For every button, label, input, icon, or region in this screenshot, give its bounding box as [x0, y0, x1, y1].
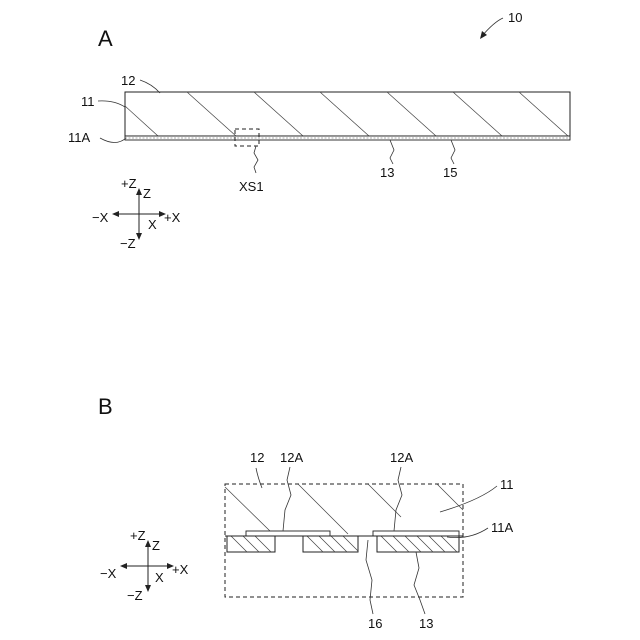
- label-13-a: 13: [380, 165, 394, 180]
- leader-12-a: [140, 80, 160, 93]
- layer-12a-right: [373, 531, 459, 536]
- axis-a-plus-x: +X: [164, 210, 181, 225]
- axis-a-minus-x: −X: [92, 210, 109, 225]
- ref-10-label: 10: [508, 10, 522, 25]
- axis-indicator-b: +Z Z −X X +X −Z: [100, 528, 189, 603]
- label-12a-left-b: 12A: [280, 450, 303, 465]
- label-12-b: 12: [250, 450, 264, 465]
- substrate-12: [125, 92, 570, 136]
- label-11-a: 11: [81, 94, 95, 109]
- leader-11a-a: [100, 138, 126, 143]
- leader-13-b: [414, 552, 425, 614]
- label-12-a: 12: [121, 73, 135, 88]
- label-11-b: 11: [500, 477, 514, 492]
- axis-b-x: X: [155, 570, 164, 585]
- ref-10-leader: [482, 18, 503, 36]
- label-11a-a: 11A: [68, 130, 90, 145]
- figure-a: A 10 XS1 12 11 11A 13: [68, 10, 570, 251]
- layer-12a-left: [246, 531, 330, 536]
- axis-b-plus-z: +Z: [130, 528, 146, 543]
- leader-16-b: [366, 540, 373, 614]
- label-15-a: 15: [443, 165, 457, 180]
- xs1-leader: [254, 146, 258, 173]
- substrate-12-hatch-b: [225, 484, 463, 534]
- ref-10-arrowhead: [480, 31, 487, 39]
- xs1-label: XS1: [239, 179, 264, 194]
- panel-label-a: A: [98, 26, 113, 51]
- label-11a-b: 11A: [491, 520, 513, 535]
- leader-12a-left: [283, 467, 291, 531]
- axis-b-minus-z: −Z: [127, 588, 143, 603]
- axis-a-x: X: [148, 217, 157, 232]
- figure-b: B: [98, 394, 514, 631]
- label-13-b: 13: [419, 616, 433, 631]
- axis-b-z: Z: [152, 538, 160, 553]
- axis-b-plus-x: +X: [172, 562, 189, 577]
- leader-11-a: [98, 101, 125, 107]
- leader-15-a: [451, 140, 455, 164]
- axis-a-plus-z: +Z: [121, 176, 137, 191]
- axis-a-z: Z: [143, 186, 151, 201]
- substrate-12-hatch: [125, 92, 568, 136]
- leader-13-a: [390, 140, 394, 164]
- leader-11-b: [440, 486, 497, 512]
- axis-b-minus-x: −X: [100, 566, 117, 581]
- label-16-b: 16: [368, 616, 382, 631]
- label-12a-right-b: 12A: [390, 450, 413, 465]
- axis-indicator-a: +Z Z −X X +X −Z: [92, 176, 181, 251]
- electrode-blocks-13: [227, 536, 459, 552]
- leader-12a-right: [394, 467, 402, 531]
- axis-a-minus-z: −Z: [120, 236, 136, 251]
- leader-12-b: [256, 468, 262, 488]
- panel-label-b: B: [98, 394, 113, 419]
